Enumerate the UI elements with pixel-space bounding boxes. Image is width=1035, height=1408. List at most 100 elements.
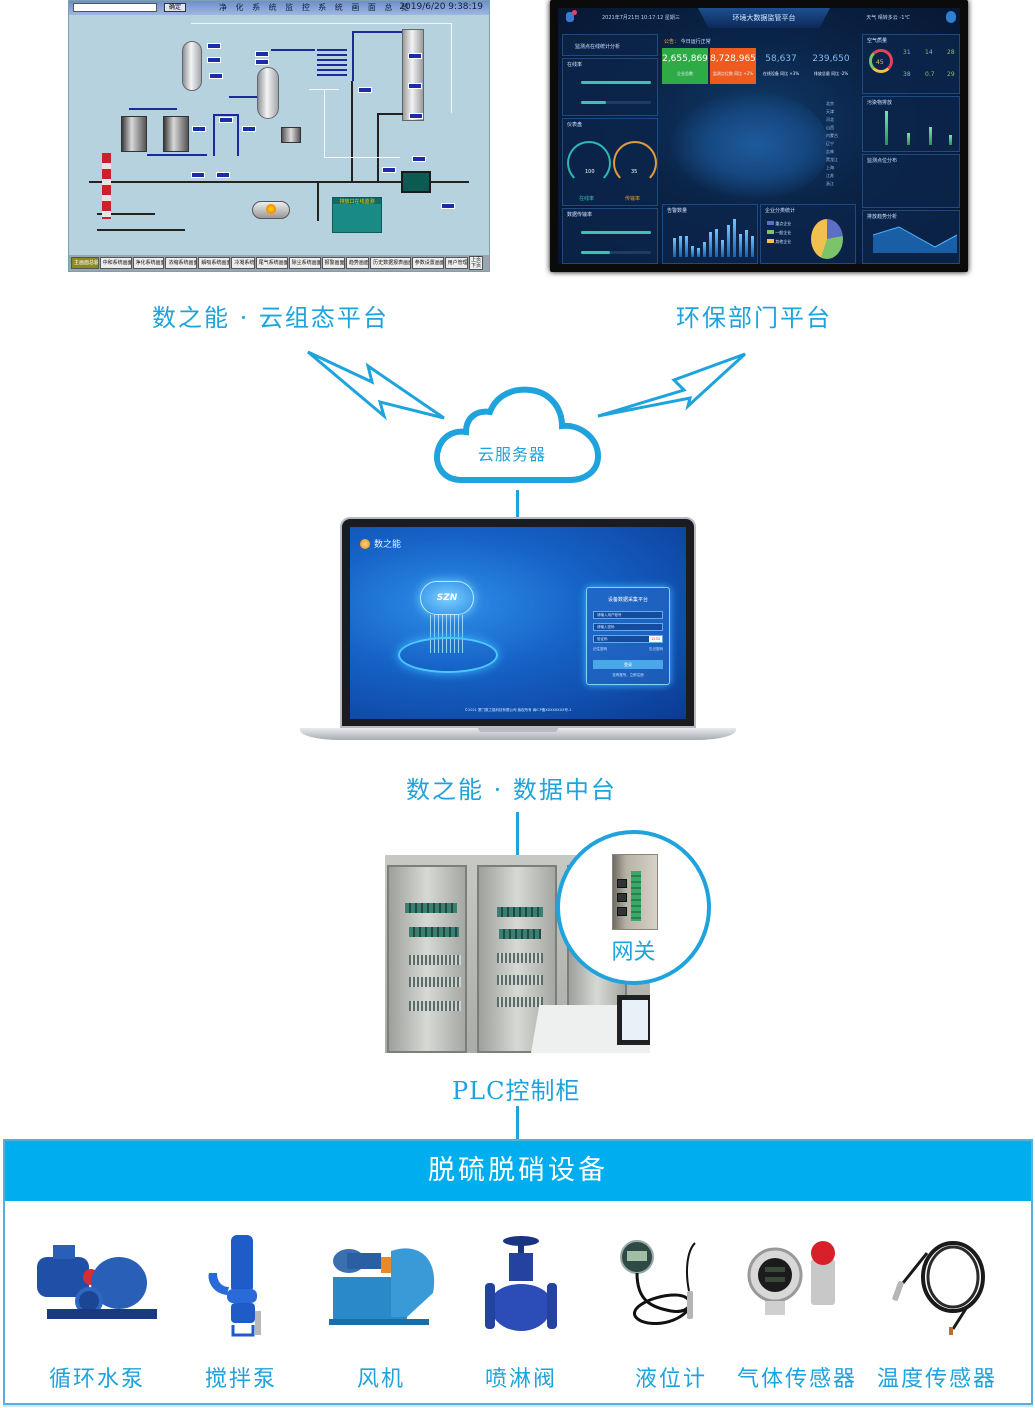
username-input[interactable]: 请输入用户账号 xyxy=(593,611,663,619)
absorption-tower xyxy=(402,29,424,121)
panel-alarm-count: 告警数量 xyxy=(662,204,758,264)
cloud-config-platform-label: 数之能 · 云组态平台 xyxy=(152,304,389,332)
bar xyxy=(949,135,952,145)
scada-confirm-button[interactable]: 确定 xyxy=(164,3,186,12)
alarm-bar xyxy=(679,236,682,257)
scada-tab[interactable]: 用户管理 xyxy=(444,257,468,269)
panel-transfer-rate: 数据传输率 xyxy=(562,208,658,264)
equipment-name: 循环水泵 xyxy=(48,1367,145,1392)
alarm-bar xyxy=(709,232,712,257)
scada-tab[interactable]: 净化系统画面 xyxy=(132,257,165,269)
value-tag xyxy=(358,87,372,93)
wireless-link-graphics xyxy=(307,350,747,421)
pie-chart xyxy=(811,219,843,259)
gauge-online xyxy=(567,141,611,185)
progress-bar xyxy=(581,81,651,84)
bar xyxy=(929,127,932,145)
scada-tab[interactable]: 除尘系统画面 xyxy=(288,257,321,269)
scada-tab[interactable]: 中和系统画面 xyxy=(99,257,132,269)
panel-distribution: 监测点位分布 xyxy=(862,154,960,208)
scada-tab[interactable]: 浓缩系统画面 xyxy=(165,257,198,269)
aqi-ring xyxy=(869,49,893,73)
panel-gauges: 仪表盘 100 35 在线率 传输率 xyxy=(562,118,658,206)
scada-tab-bar: 主画面总貌中和系统画面净化系统画面浓缩系统画面解吸系统画面冷凝系统尾气系统画面除… xyxy=(69,255,489,271)
scada-tab[interactable]: 报警画面 xyxy=(321,257,345,269)
scada-screen-select[interactable] xyxy=(73,3,157,12)
notification-icon[interactable] xyxy=(566,12,574,22)
map-legend-item: 河北 xyxy=(826,117,834,122)
alarm-bar xyxy=(697,247,700,257)
progress-bar xyxy=(581,231,651,234)
gateway-device-icon xyxy=(612,854,658,930)
equipment-name: 喷淋阀 xyxy=(484,1367,557,1392)
map-legend-item: 内蒙古 xyxy=(826,133,838,138)
scada-tab[interactable]: 解吸系统画面 xyxy=(198,257,231,269)
monitor xyxy=(617,995,650,1045)
equipment-item: 风机 xyxy=(311,1231,451,1393)
dashboard-header: 2021年7月21日 10:17:12 星期三 环境大数据监管平台 天气 晴转多… xyxy=(558,8,960,30)
szn-logo-icon xyxy=(360,538,370,549)
laptop-data-center: 数之能 SZN 设备数据采集平台 请输入用户账号 请输入密码 验证码 1234 … xyxy=(300,517,736,749)
scada-tab[interactable]: 趋势画面 xyxy=(345,257,370,269)
login-title: 设备数据采集平台 xyxy=(607,597,648,603)
remember-checkbox[interactable]: 记住密码 xyxy=(593,647,607,651)
scada-tab[interactable]: 参数设置画面 xyxy=(411,257,444,269)
alarm-bar xyxy=(727,224,730,257)
alarm-bar xyxy=(721,239,724,257)
alarm-bar xyxy=(691,245,694,257)
map-legend-item: 山西 xyxy=(826,125,834,130)
value-tag xyxy=(409,113,423,119)
value-tag xyxy=(382,167,396,173)
scada-tab[interactable]: 历史数据报表画面 xyxy=(370,257,411,269)
centrifugal-pump-icon xyxy=(37,1245,157,1319)
value-tag xyxy=(192,126,206,132)
login-button[interactable]: 登录 xyxy=(593,660,663,669)
bar xyxy=(907,133,910,145)
equipment-name: 气体传感器 xyxy=(736,1367,857,1392)
data-center-label: 数之能 · 数据中台 xyxy=(406,776,617,804)
value-tag xyxy=(255,51,269,57)
value-tag xyxy=(242,126,256,132)
scada-tab[interactable]: 冷凝系统 xyxy=(231,257,255,269)
progress-bar xyxy=(581,101,651,104)
dust-collector xyxy=(401,171,431,193)
plc-cabinet-label: PLC控制柜 xyxy=(452,1077,581,1105)
login-panel: 设备数据采集平台 请输入用户账号 请输入密码 验证码 1234 记住密码 忘记密… xyxy=(586,587,670,685)
laptop-base xyxy=(300,728,736,740)
progress-bar xyxy=(581,251,651,254)
equipment-name: 搅拌泵 xyxy=(204,1367,277,1392)
user-avatar-icon[interactable] xyxy=(946,11,956,23)
forgot-password-link[interactable]: 忘记密码 xyxy=(649,647,663,651)
buffer-tank xyxy=(281,127,301,143)
epa-platform-label: 环保部门平台 xyxy=(676,304,832,332)
equipment-item: 喷淋阀 xyxy=(451,1231,591,1393)
connector-line xyxy=(516,812,519,856)
scada-clock: 2019/6/20 9:38:19 xyxy=(399,2,483,12)
equipment-item: 温度传感器 xyxy=(867,1231,1007,1393)
gateway-bubble: 网关 xyxy=(556,830,711,985)
laptop-notch xyxy=(478,728,558,732)
panel-online-rate: 在线率 xyxy=(562,58,658,116)
password-input[interactable]: 请输入密码 xyxy=(593,623,663,631)
scada-page-buttons[interactable]: 上页下页 xyxy=(468,256,484,270)
value-tag xyxy=(408,53,422,59)
scada-title-bar: 确定 净 化 系 统 监 控 系 统 画 面 总 览 2019/6/20 9:3… xyxy=(69,1,489,15)
equipment-name: 风机 xyxy=(356,1367,405,1392)
captcha-input[interactable]: 验证码 1234 xyxy=(593,635,663,643)
map-legend-item: 上海 xyxy=(826,165,834,170)
scada-tab[interactable]: 尾气系统画面 xyxy=(255,257,288,269)
laptop-screen: 数之能 SZN 设备数据采集平台 请输入用户账号 请输入密码 验证码 1234 … xyxy=(350,527,686,719)
register-link[interactable]: 没有账号，立即注册 xyxy=(612,673,644,677)
captcha-image[interactable]: 1234 xyxy=(649,636,662,642)
dashboard-title: 环境大数据监管平台 xyxy=(698,8,830,28)
connector-line xyxy=(516,490,519,520)
equipment-panel: 脱硫脱硝设备 循环水泵 搅拌泵 xyxy=(3,1139,1033,1405)
equipment-name: 温度传感器 xyxy=(876,1367,997,1392)
bar xyxy=(885,111,888,145)
equipment-item: 气体传感器 xyxy=(727,1231,867,1393)
scada-tab[interactable]: 主画面总貌 xyxy=(71,257,99,269)
panel-trend: 排放趋势分析 xyxy=(862,210,960,264)
panel-air-quality: 空气质量 45 31 14 28 38 0.7 29 xyxy=(862,34,960,94)
